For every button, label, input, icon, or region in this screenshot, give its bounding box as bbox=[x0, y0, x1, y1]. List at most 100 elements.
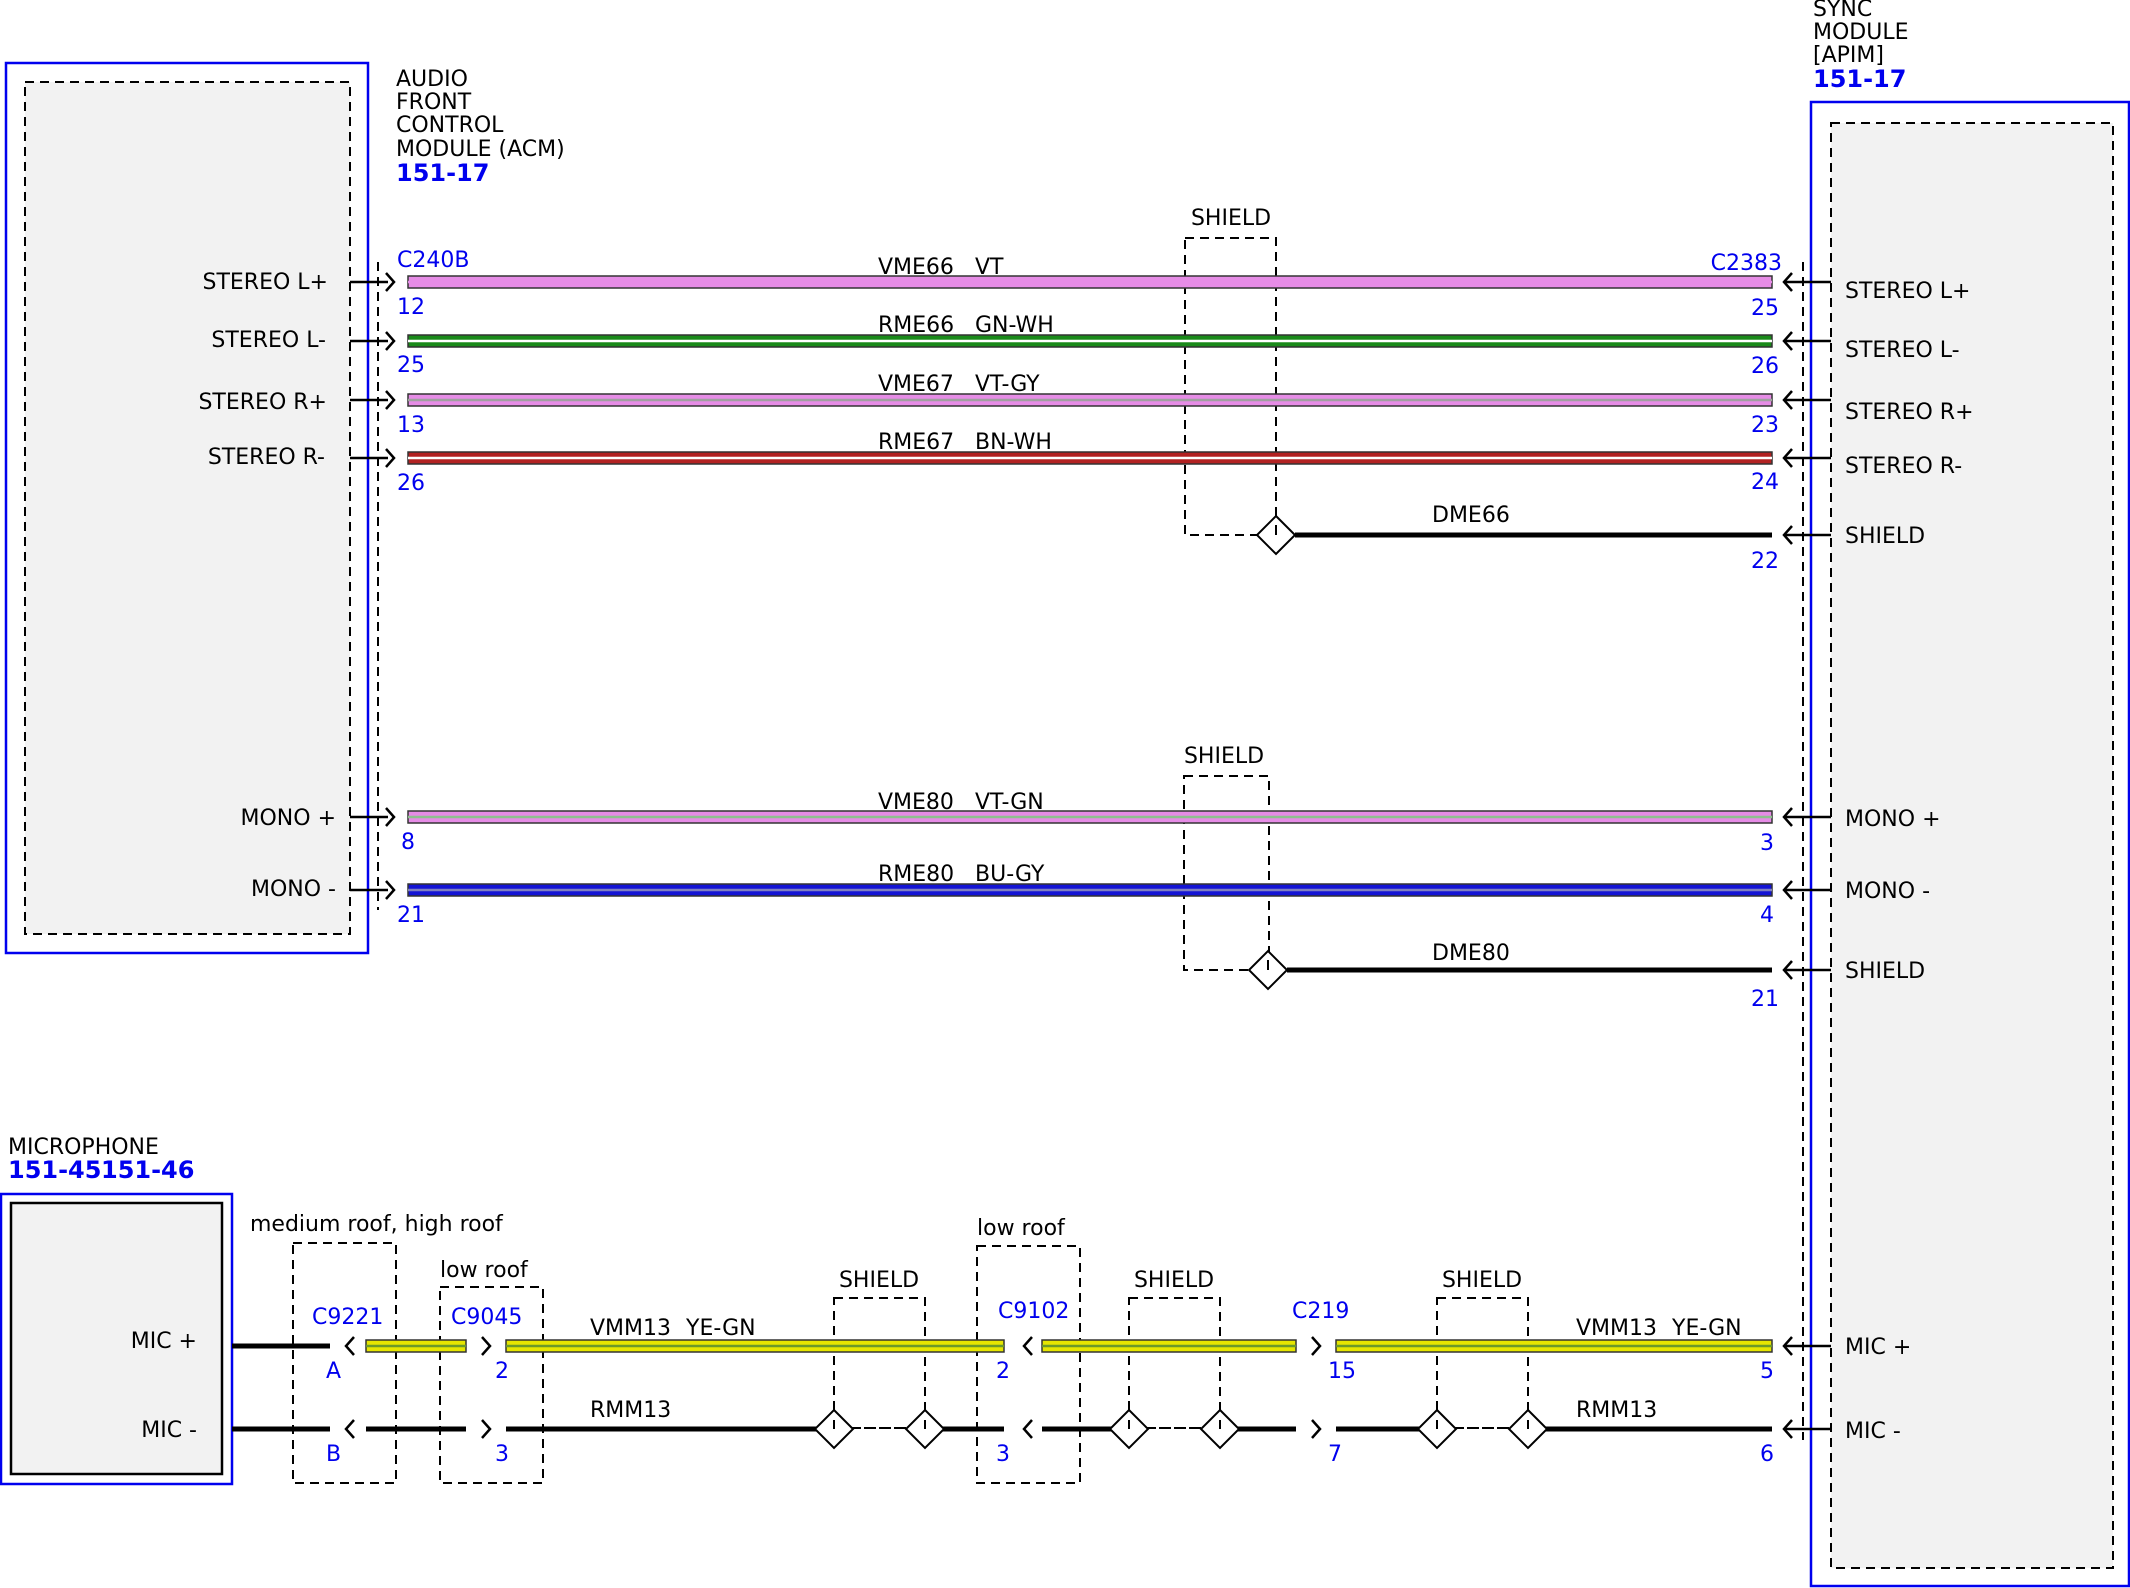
c9045-connector-id: C9045 bbox=[451, 1305, 522, 1330]
sync-pin-labels: STEREO L+ STEREO L- STEREO R+ STEREO R- … bbox=[1845, 279, 1974, 1444]
wire-2-circuit: RME66 bbox=[878, 313, 954, 338]
c9045-pin-3: 3 bbox=[495, 1442, 509, 1467]
sync-label-stereo-r-minus: STEREO R- bbox=[1845, 454, 1962, 479]
acm-pin-labels: STEREO L+ STEREO L- STEREO R+ STEREO R- … bbox=[198, 270, 336, 902]
c219-connector-id: C219 bbox=[1292, 1299, 1349, 1324]
wire-6-color: BU-GY bbox=[975, 862, 1045, 887]
sync-title-1: SYNC bbox=[1813, 0, 1872, 22]
acm-pin-arrow-2 bbox=[385, 331, 396, 351]
roof-note-1: medium roof, high roof bbox=[250, 1212, 504, 1237]
sync-pin-25: 25 bbox=[1751, 296, 1779, 321]
sync-label-mic-minus: MIC - bbox=[1845, 1419, 1901, 1444]
c9045-location-box bbox=[439, 1286, 544, 1484]
sync-pin-numbers: 25 26 23 24 22 3 4 21 5 6 bbox=[1751, 296, 1779, 1467]
acm-label-stereo-r-plus: STEREO R+ bbox=[198, 390, 327, 415]
acm-pin-arrow-6 bbox=[385, 880, 396, 900]
c219-pin-15: 15 bbox=[1328, 1359, 1356, 1384]
sync-label-mono-plus: MONO + bbox=[1845, 807, 1941, 832]
acm-title-2: FRONT bbox=[396, 90, 472, 115]
sync-pin-6: 6 bbox=[1760, 1442, 1774, 1467]
mic-title: MICROPHONE bbox=[8, 1135, 159, 1160]
mic-outline bbox=[0, 1192, 234, 1486]
sync-pin-21: 21 bbox=[1751, 987, 1779, 1012]
acm-outline bbox=[4, 61, 370, 955]
sync-pin-26: 26 bbox=[1751, 354, 1779, 379]
mic-minus-circuit-2: RMM13 bbox=[1576, 1398, 1657, 1423]
acm-ref[interactable]: 151-17 bbox=[396, 159, 489, 187]
wire-1-color: VT bbox=[975, 255, 1004, 280]
c219-minus-arrow bbox=[1311, 1419, 1322, 1439]
shield-mono-label: SHIELD bbox=[1184, 744, 1264, 769]
shield-stereo: SHIELD bbox=[1184, 206, 1297, 556]
wire-5-circuit: VME80 bbox=[878, 790, 954, 815]
roof-note-3: low roof bbox=[977, 1216, 1066, 1241]
sync-pin-5: 5 bbox=[1760, 1359, 1774, 1384]
sync-label-stereo-r-plus: STEREO R+ bbox=[1845, 400, 1974, 425]
c9102-connector-id: C9102 bbox=[998, 1299, 1069, 1324]
wire-2-color: GN-WH bbox=[975, 313, 1054, 338]
sync-outline bbox=[1809, 100, 2130, 1588]
acm-label-stereo-l-plus: STEREO L+ bbox=[203, 270, 329, 295]
acm-title-3: CONTROL bbox=[396, 113, 504, 138]
c9221-connector-id: C9221 bbox=[312, 1305, 383, 1330]
sync-body bbox=[1830, 122, 2114, 1569]
acm-label-mono-minus: MONO - bbox=[251, 877, 336, 902]
shield-stereo-label: SHIELD bbox=[1191, 206, 1271, 231]
c9102-pin-2: 2 bbox=[996, 1359, 1010, 1384]
c9102-plus-arrow bbox=[1022, 1336, 1033, 1356]
mic-plus-color-2: YE-GN bbox=[1671, 1316, 1742, 1341]
c9221-location-box bbox=[292, 1242, 397, 1484]
sync-pin-4: 4 bbox=[1760, 903, 1774, 928]
mic-ref-1[interactable]: 151-45 bbox=[8, 1156, 101, 1184]
mic-shield-3-box bbox=[1436, 1297, 1529, 1429]
wire-3-color: VT-GY bbox=[975, 372, 1040, 397]
drain-1-label: DME66 bbox=[1432, 503, 1510, 528]
sync-title-3: [APIM] bbox=[1813, 43, 1884, 68]
acm-pin-arrow-1 bbox=[385, 272, 396, 292]
acm-title-1: AUDIO bbox=[396, 67, 468, 92]
sync-pin-24: 24 bbox=[1751, 470, 1779, 495]
sync-connector-id: C2383 bbox=[1711, 251, 1782, 276]
wire-1-circuit: VME66 bbox=[878, 255, 954, 280]
acm-module: AUDIO FRONT CONTROL MODULE (ACM) 151-17 … bbox=[4, 61, 565, 955]
sync-label-mono-minus: MONO - bbox=[1845, 879, 1930, 904]
c9102-location-box bbox=[976, 1245, 1081, 1484]
roof-note-2: low roof bbox=[440, 1258, 529, 1283]
mic-plus-circuit-2: VMM13 bbox=[1576, 1316, 1657, 1341]
mic-plus-color-1: YE-GN bbox=[685, 1316, 756, 1341]
acm-pin-arrow-5 bbox=[385, 807, 396, 827]
sync-label-stereo-l-plus: STEREO L+ bbox=[1845, 279, 1971, 304]
c9221-plus-arrow bbox=[344, 1336, 355, 1356]
wire-labels: VME66 VT RME66 GN-WH VME67 VT-GY RME67 B… bbox=[878, 255, 1510, 966]
sync-pin-3: 3 bbox=[1760, 831, 1774, 856]
mic-shield-3-label: SHIELD bbox=[1442, 1268, 1522, 1293]
c219-pin-7: 7 bbox=[1328, 1442, 1342, 1467]
acm-pin-25: 25 bbox=[397, 353, 425, 378]
acm-pin-21: 21 bbox=[397, 903, 425, 928]
acm-label-mono-plus: MONO + bbox=[241, 806, 337, 831]
mic-minus-circuit-1: RMM13 bbox=[590, 1398, 671, 1423]
mic-shield-1-box bbox=[833, 1297, 926, 1429]
c9221-pin-a: A bbox=[326, 1359, 341, 1384]
mic-ref-2[interactable]: 151-46 bbox=[101, 1156, 194, 1184]
acm-body bbox=[24, 81, 351, 935]
c9045-plus-arrow bbox=[481, 1336, 492, 1356]
sync-module: SYNC MODULE [APIM] 151-17 C2383 bbox=[1711, 0, 2130, 1588]
mic-shield-2-label: SHIELD bbox=[1134, 1268, 1214, 1293]
c9221-minus-arrow bbox=[344, 1419, 355, 1439]
c219-plus-arrow bbox=[1311, 1336, 1322, 1356]
mic-body bbox=[9, 1201, 224, 1476]
c9045-minus-arrow bbox=[481, 1419, 492, 1439]
acm-pin-12: 12 bbox=[397, 295, 425, 320]
wire-5-color: VT-GN bbox=[975, 790, 1044, 815]
mic-shield-1-label: SHIELD bbox=[839, 1268, 919, 1293]
c9102-pin-3: 3 bbox=[996, 1442, 1010, 1467]
wire-4-circuit: RME67 bbox=[878, 430, 954, 455]
acm-pin-arrow-4 bbox=[385, 448, 396, 468]
sync-title-2: MODULE bbox=[1813, 20, 1909, 45]
mic-wires bbox=[232, 1336, 1831, 1450]
sync-label-stereo-l-minus: STEREO L- bbox=[1845, 338, 1960, 363]
sync-ref[interactable]: 151-17 bbox=[1813, 65, 1906, 93]
drain-2-label: DME80 bbox=[1432, 941, 1510, 966]
sync-label-mic-plus: MIC + bbox=[1845, 1335, 1911, 1360]
